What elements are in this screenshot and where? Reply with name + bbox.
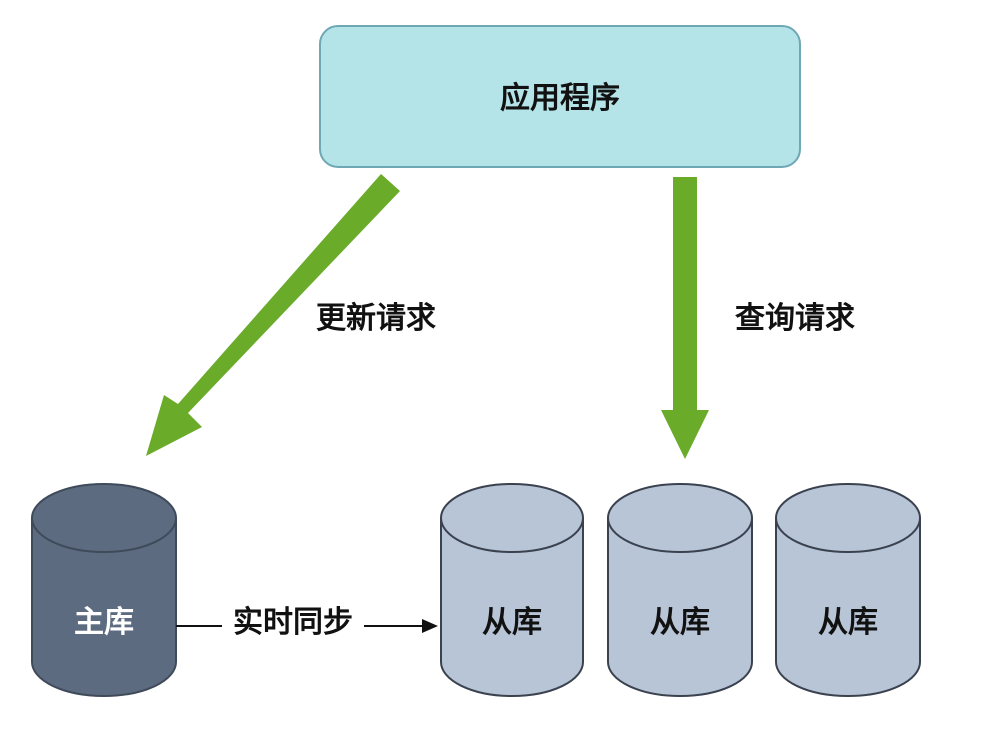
sync-label-bg [222,598,364,642]
query-request-arrow [661,177,709,459]
slave-label: 从库 [650,605,710,640]
sync-label: 实时同步 [233,605,353,640]
master-cylinder-top [31,483,177,553]
slave-cylinder-body [775,518,921,697]
update-request-label: 更新请求 [316,301,436,336]
slave-cylinder-top [607,483,753,553]
slave-cylinder-body [607,518,753,697]
app-node: 应用程序 [319,25,801,168]
slave-db-2: 从库 [607,483,753,697]
slave-db-1: 从库 [440,483,584,697]
master-label: 主库 [74,605,134,640]
sync-arrowhead [422,619,438,633]
app-box [319,25,801,168]
slave-label: 从库 [818,605,878,640]
slave-cylinder-top [440,483,584,553]
slave-db-3: 从库 [775,483,921,697]
slave-cylinder-top [775,483,921,553]
update-request-arrow [146,174,400,456]
slave-cylinder-body [440,518,584,697]
slave-label: 从库 [482,605,542,640]
update-arrow-shape [146,174,400,456]
query-request-label: 查询请求 [735,301,855,336]
master-cylinder-body [31,518,177,697]
master-db: 主库 [31,483,177,697]
app-label: 应用程序 [500,81,620,116]
query-arrow-shape [661,177,709,459]
